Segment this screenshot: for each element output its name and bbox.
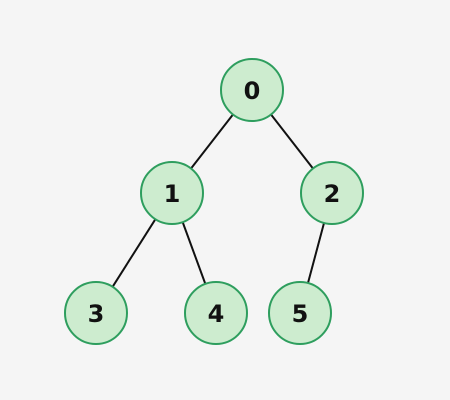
- edge-1-3: [111, 218, 157, 288]
- node-label-2: 2: [324, 180, 341, 208]
- nodes-layer: 0 1 2 3 4 5: [64, 58, 364, 345]
- node-circle-5: [268, 281, 332, 345]
- node-label-3: 3: [88, 300, 105, 328]
- node-circle-4: [184, 281, 248, 345]
- node-label-4: 4: [208, 300, 225, 328]
- edge-2-5: [307, 222, 325, 284]
- node-circle-0: [220, 58, 284, 122]
- tree-node-2: 2: [300, 161, 364, 225]
- tree-node-1: 1: [140, 161, 204, 225]
- node-label-1: 1: [164, 180, 181, 208]
- tree-node-4: 4: [184, 281, 248, 345]
- tree-node-3: 3: [64, 281, 128, 345]
- tree-node-5: 5: [268, 281, 332, 345]
- tree-node-0: 0: [220, 58, 284, 122]
- edge-1-4: [181, 221, 207, 285]
- node-label-5: 5: [292, 300, 309, 328]
- edges-layer: [111, 113, 325, 288]
- node-circle-2: [300, 161, 364, 225]
- node-circle-3: [64, 281, 128, 345]
- edge-0-1: [190, 113, 234, 170]
- node-label-0: 0: [244, 77, 261, 105]
- node-circle-1: [140, 161, 204, 225]
- edge-0-2: [270, 113, 314, 170]
